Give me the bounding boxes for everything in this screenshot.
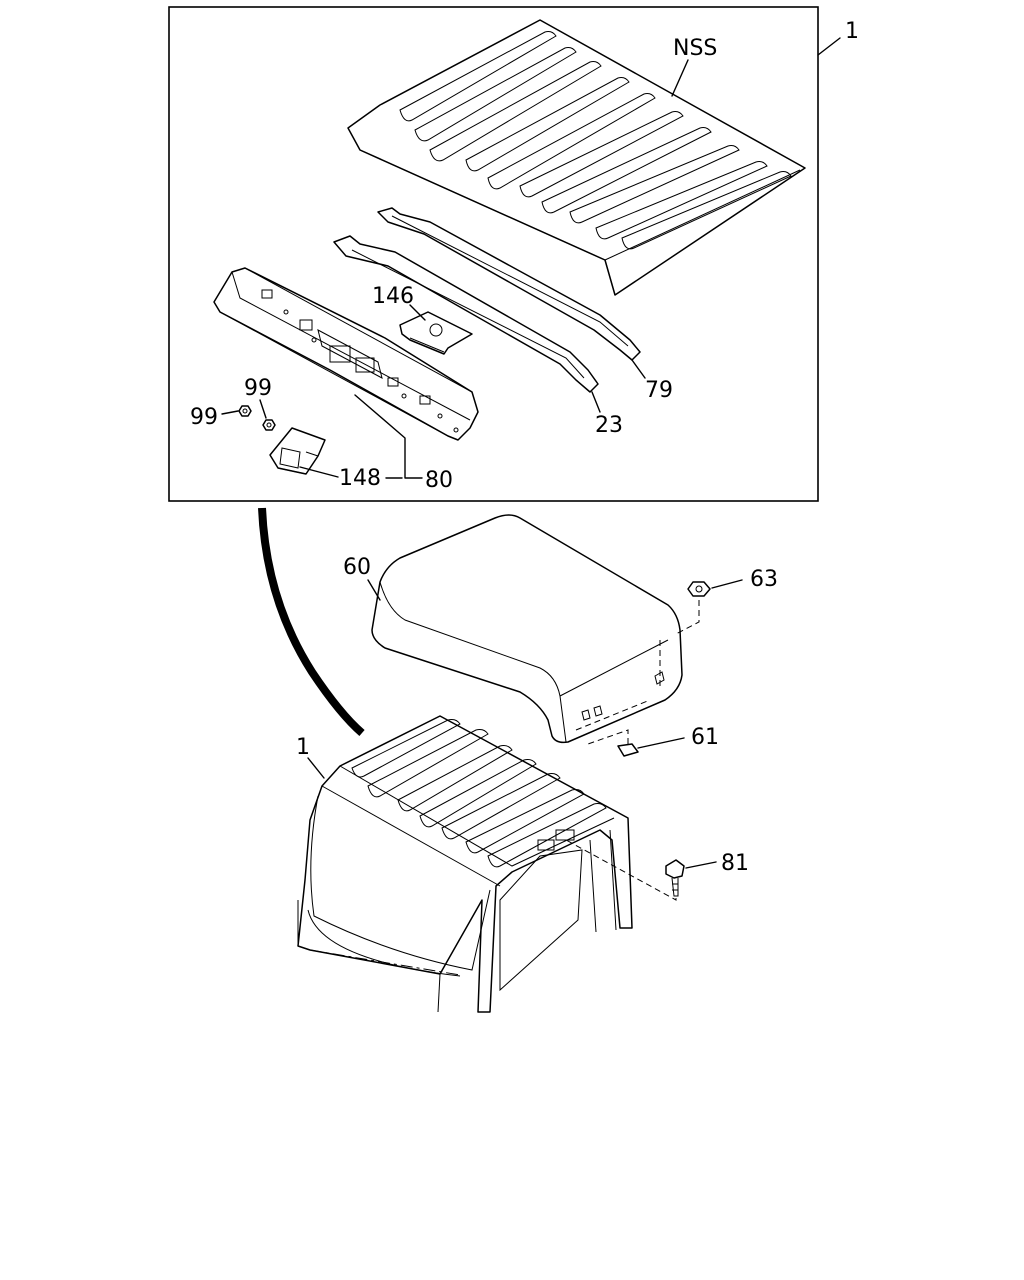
callout-61: 61 bbox=[691, 725, 719, 750]
callout-60: 60 bbox=[343, 555, 371, 580]
leader-146 bbox=[409, 304, 426, 321]
roof-rail-23 bbox=[333, 235, 599, 393]
leader-99-top bbox=[259, 399, 267, 419]
callout-1-box: 1 bbox=[845, 19, 859, 44]
nut-99-top bbox=[262, 419, 276, 431]
bracket-146 bbox=[399, 311, 473, 355]
callout-63: 63 bbox=[750, 567, 778, 592]
leader-61 bbox=[637, 737, 685, 749]
connector-arrow bbox=[258, 507, 365, 737]
roof-bow-79 bbox=[377, 207, 641, 361]
leader-23 bbox=[591, 391, 601, 413]
callout-148: 148 bbox=[339, 466, 381, 491]
bracket-148 bbox=[269, 427, 326, 475]
callout-81: 81 bbox=[721, 851, 749, 876]
callout-99-left: 99 bbox=[190, 405, 218, 430]
callout-23: 23 bbox=[595, 413, 623, 438]
dash-81 bbox=[565, 839, 677, 901]
leader-79 bbox=[631, 359, 646, 379]
callout-146: 146 bbox=[372, 284, 414, 309]
leader-148 bbox=[299, 466, 339, 478]
leader-1-cab bbox=[307, 757, 325, 779]
cab-1 bbox=[297, 715, 633, 1013]
roof-panel-nss bbox=[347, 19, 806, 296]
leader-63 bbox=[711, 579, 743, 589]
leader-80 bbox=[354, 394, 423, 479]
callout-80: 80 bbox=[425, 468, 453, 493]
detail-inset-frame bbox=[168, 6, 819, 502]
nut-99-left bbox=[238, 405, 252, 417]
roof-cover-60 bbox=[371, 514, 683, 744]
leader-81 bbox=[685, 861, 717, 869]
front-header-panel-80 bbox=[213, 267, 479, 441]
callout-nss: NSS bbox=[673, 36, 717, 61]
leader-99-left bbox=[221, 410, 239, 415]
callout-99-top: 99 bbox=[244, 376, 272, 401]
bolt-81 bbox=[665, 859, 685, 897]
nut-63 bbox=[687, 581, 711, 597]
leader-60 bbox=[367, 579, 381, 601]
clip-61 bbox=[617, 743, 639, 757]
leader-1-box bbox=[817, 37, 841, 56]
dash-63 bbox=[675, 600, 700, 635]
callout-79: 79 bbox=[645, 378, 673, 403]
leader-nss bbox=[671, 59, 689, 97]
callout-1-cab: 1 bbox=[296, 735, 310, 760]
dash-61 bbox=[587, 729, 629, 745]
